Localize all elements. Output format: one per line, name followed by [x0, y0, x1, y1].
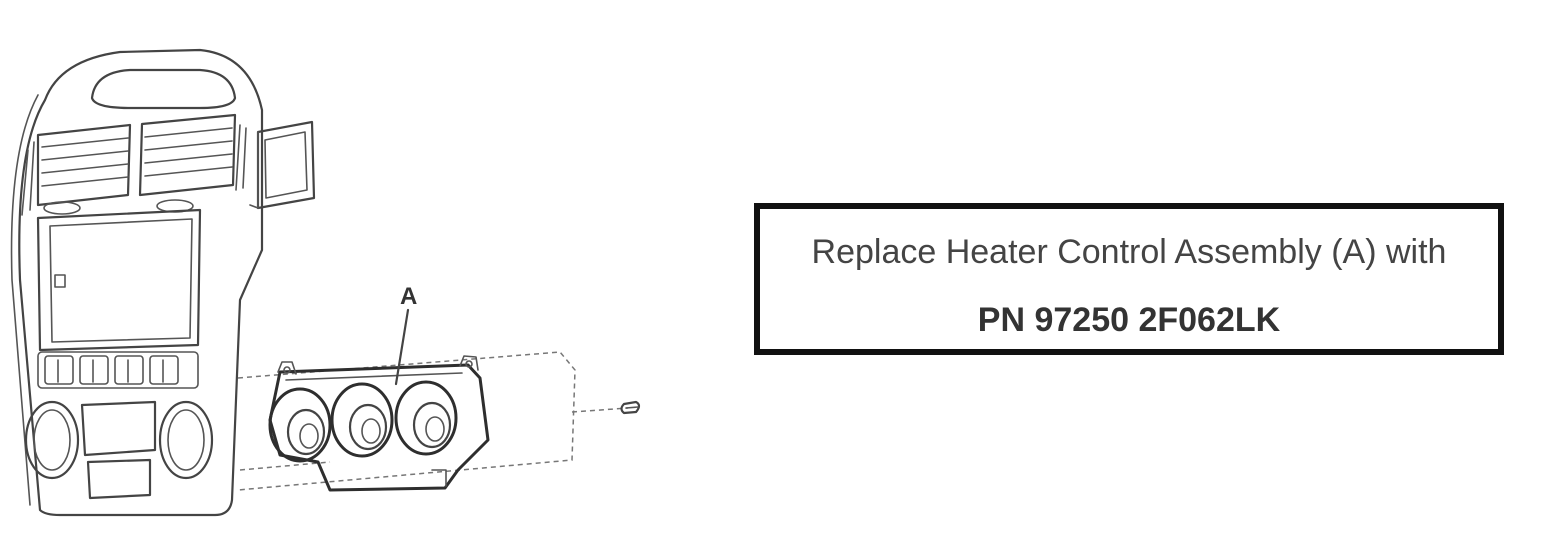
notice-instruction-text: Replace Heater Control Assembly (A) with	[811, 233, 1447, 271]
dashboard-center-fascia	[10, 48, 316, 517]
dashboard-diagram: A	[0, 0, 700, 547]
mounting-screw	[620, 400, 641, 415]
radio-display-panel	[36, 208, 202, 352]
left-air-vent	[21, 123, 132, 216]
knob-right	[394, 380, 458, 456]
button-row	[37, 351, 199, 389]
knob-left	[268, 387, 332, 463]
replacement-notice-box: Replace Heater Control Assembly (A) with…	[754, 203, 1504, 355]
callout-a-label: A	[400, 283, 417, 310]
knob-center	[330, 382, 394, 458]
mounting-outline	[237, 351, 629, 491]
side-bracket	[249, 120, 316, 210]
callout-a: A	[394, 283, 417, 386]
notice-part-number: PN 97250 2F062LK	[977, 301, 1281, 339]
right-air-vent	[138, 113, 247, 197]
heater-control-assembly	[268, 355, 490, 492]
